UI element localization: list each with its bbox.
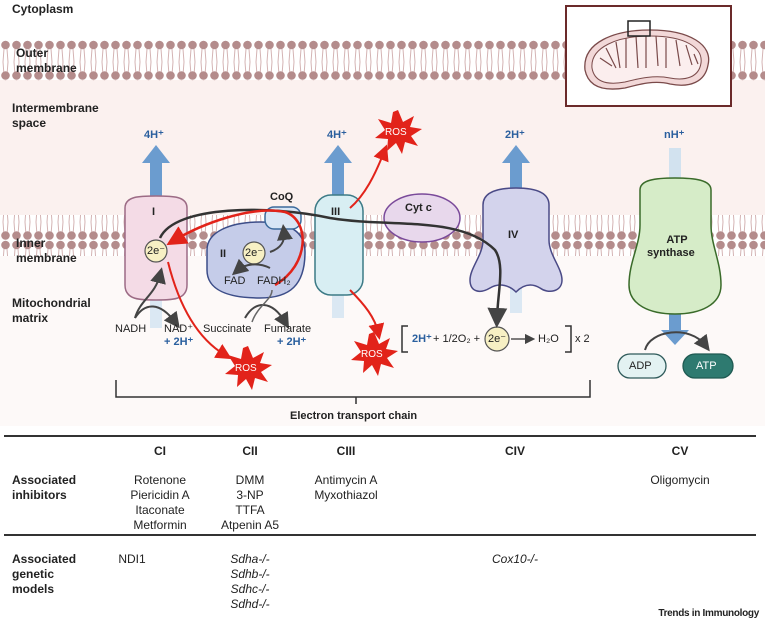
atp-synthase-label-2: synthase — [647, 247, 695, 259]
succinate-label: Succinate — [203, 323, 252, 335]
adp-label: ADP — [629, 360, 652, 372]
ros-arrow-c2-reverse — [166, 209, 304, 287]
fadh2-label: FADH₂ — [257, 275, 291, 287]
arrow-fad — [231, 258, 271, 276]
fumarate-label: Fumarate — [264, 323, 312, 335]
complex-iii-label: III — [331, 206, 341, 218]
row-label-inhibitors: Associated inhibitors — [12, 473, 77, 502]
ros-burst-c3-matrix — [351, 332, 398, 376]
reaction-electrons: 2e⁻ — [488, 333, 507, 345]
table-header-ci: CI — [154, 444, 166, 458]
atp-pill — [682, 353, 734, 379]
arrow-succinate — [244, 304, 290, 329]
reaction-bracket-right — [565, 325, 572, 353]
label-outer-membrane: Outer membrane — [16, 46, 77, 75]
etc-bracket — [115, 380, 591, 404]
inhibitors-ciii: Antimycin A Myxothiazol — [314, 473, 378, 502]
complex-iv-label: IV — [508, 229, 519, 241]
table-header-civ: CIV — [504, 444, 525, 458]
complex-ii-label: II — [220, 248, 227, 260]
genetic-civ: Cox10-/- — [491, 552, 538, 566]
reaction-bracket-left — [401, 325, 408, 353]
nad-label: NAD⁺ — [164, 323, 194, 335]
inhibitors-cv: Oligomycin — [650, 473, 710, 487]
nad-protons-label: + 2H⁺ — [164, 336, 194, 348]
complex-i-label: I — [152, 206, 156, 218]
mitochondrion-inset — [565, 5, 732, 107]
table-header-ciii: CIII — [336, 444, 356, 458]
coq-label: CoQ — [270, 191, 294, 203]
adp-pill — [617, 353, 667, 379]
ros-arrow-c3-in — [349, 289, 385, 340]
nadh-label: NADH — [115, 323, 147, 335]
genetic-ci: NDI1 — [118, 552, 146, 566]
ros-arrow-c3-out — [349, 144, 389, 209]
ros-label-c3-matrix: ROS — [361, 349, 383, 360]
arrow-nadh — [134, 267, 166, 319]
reaction-oxygen: + 1/2O₂ + — [433, 333, 481, 345]
fumarate-protons-label: + 2H⁺ — [277, 336, 307, 348]
electron-path — [158, 208, 508, 328]
label-matrix: Mitochondrial matrix — [12, 296, 91, 325]
proton-label-c4: 2H⁺ — [505, 129, 525, 141]
table-header-cv: CV — [671, 444, 689, 458]
reaction-product: H₂O — [538, 333, 559, 345]
proton-label-c3: 4H⁺ — [327, 129, 347, 141]
inhibitors-cii: DMM 3-NP TTFA Atpenin A5 — [220, 473, 280, 532]
complex-iv — [469, 187, 563, 294]
reaction-multiplier: x 2 — [575, 333, 590, 345]
label-inner-membrane: Inner membrane — [16, 236, 77, 265]
row-label-genetic-models: Associated genetic models — [12, 552, 77, 596]
label-intermembrane-space: Intermembrane space — [12, 101, 99, 130]
label-cytoplasm: Cytoplasm — [12, 2, 74, 16]
ros-label-c1: ROS — [235, 363, 257, 374]
cyt-c-label: Cyt c — [405, 202, 432, 214]
reaction-protons: 2H⁺ — [412, 333, 432, 345]
inhibitors-ci: Rotenone Piericidin A Itaconate Metformi… — [130, 473, 190, 532]
arrow-fadh2 — [251, 289, 273, 323]
arrow-adp-atp — [644, 331, 710, 352]
etc-label: Electron transport chain — [290, 410, 418, 422]
electron-label-c2: 2e⁻ — [245, 247, 264, 259]
proton-arrow-c3 — [324, 145, 352, 318]
genetic-cii: Sdha-/- Sdhb-/- Sdhc-/- Sdhd-/- — [230, 552, 270, 611]
arrow-c2-to-coq — [269, 224, 293, 253]
ros-arrow-c1 — [167, 261, 232, 360]
table-top-rule — [4, 435, 756, 437]
proton-label-c1: 4H⁺ — [144, 129, 164, 141]
fad-label: FAD — [224, 275, 246, 287]
electron-c1 — [144, 239, 168, 263]
journal-credit: Trends in Immunology — [658, 608, 759, 619]
table-middle-rule — [4, 534, 756, 536]
atp-label: ATP — [696, 360, 717, 372]
table-header-cii: CII — [242, 444, 258, 458]
cytochrome-c — [383, 193, 461, 243]
arrow-nad — [134, 305, 180, 329]
ros-label-c3-ims: ROS — [385, 127, 407, 138]
proton-label-c5: nH⁺ — [664, 129, 685, 141]
atp-synthase — [628, 177, 722, 315]
atp-synthase-label-1: ATP — [666, 234, 688, 246]
ros-burst-c3-ims — [375, 110, 422, 154]
electron-label-c1: 2e⁻ — [147, 245, 166, 257]
ros-burst-c1 — [225, 346, 272, 390]
